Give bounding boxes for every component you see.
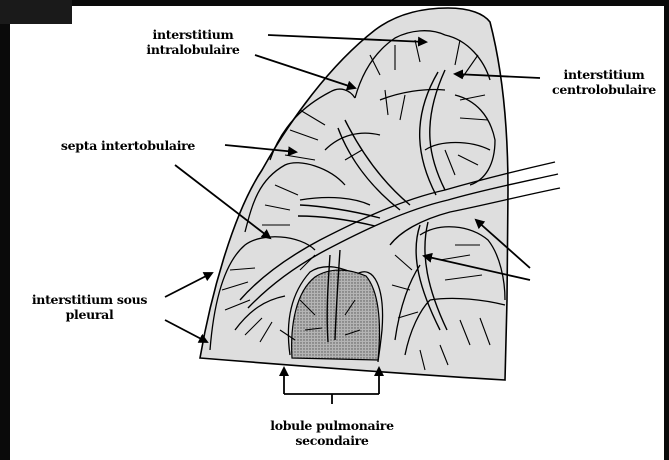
label-line: septa intertobulaire xyxy=(38,138,218,153)
label-septa-interlobulaire: septa intertobulaire xyxy=(38,138,218,153)
left-border xyxy=(0,0,10,460)
top-border xyxy=(0,0,669,6)
label-line: lobule pulmonaire xyxy=(262,418,402,433)
label-line: secondaire xyxy=(262,433,402,448)
label-line: interstitium sous xyxy=(22,292,157,307)
label-interstitium-intralobulaire: interstitium intralobulaire xyxy=(128,27,258,57)
label-line: intralobulaire xyxy=(128,42,258,57)
label-line: pleural xyxy=(22,307,157,322)
label-line: centrolobulaire xyxy=(543,82,665,97)
label-interstitium-sous-pleural: interstitium sous pleural xyxy=(22,292,157,322)
label-lobule-pulmonaire-secondaire: lobule pulmonaire secondaire xyxy=(262,418,402,448)
label-line: interstitium xyxy=(128,27,258,42)
label-interstitium-centrolobulaire: interstitium centrolobulaire xyxy=(543,67,665,97)
label-line: interstitium xyxy=(543,67,665,82)
corner-block xyxy=(0,0,72,24)
